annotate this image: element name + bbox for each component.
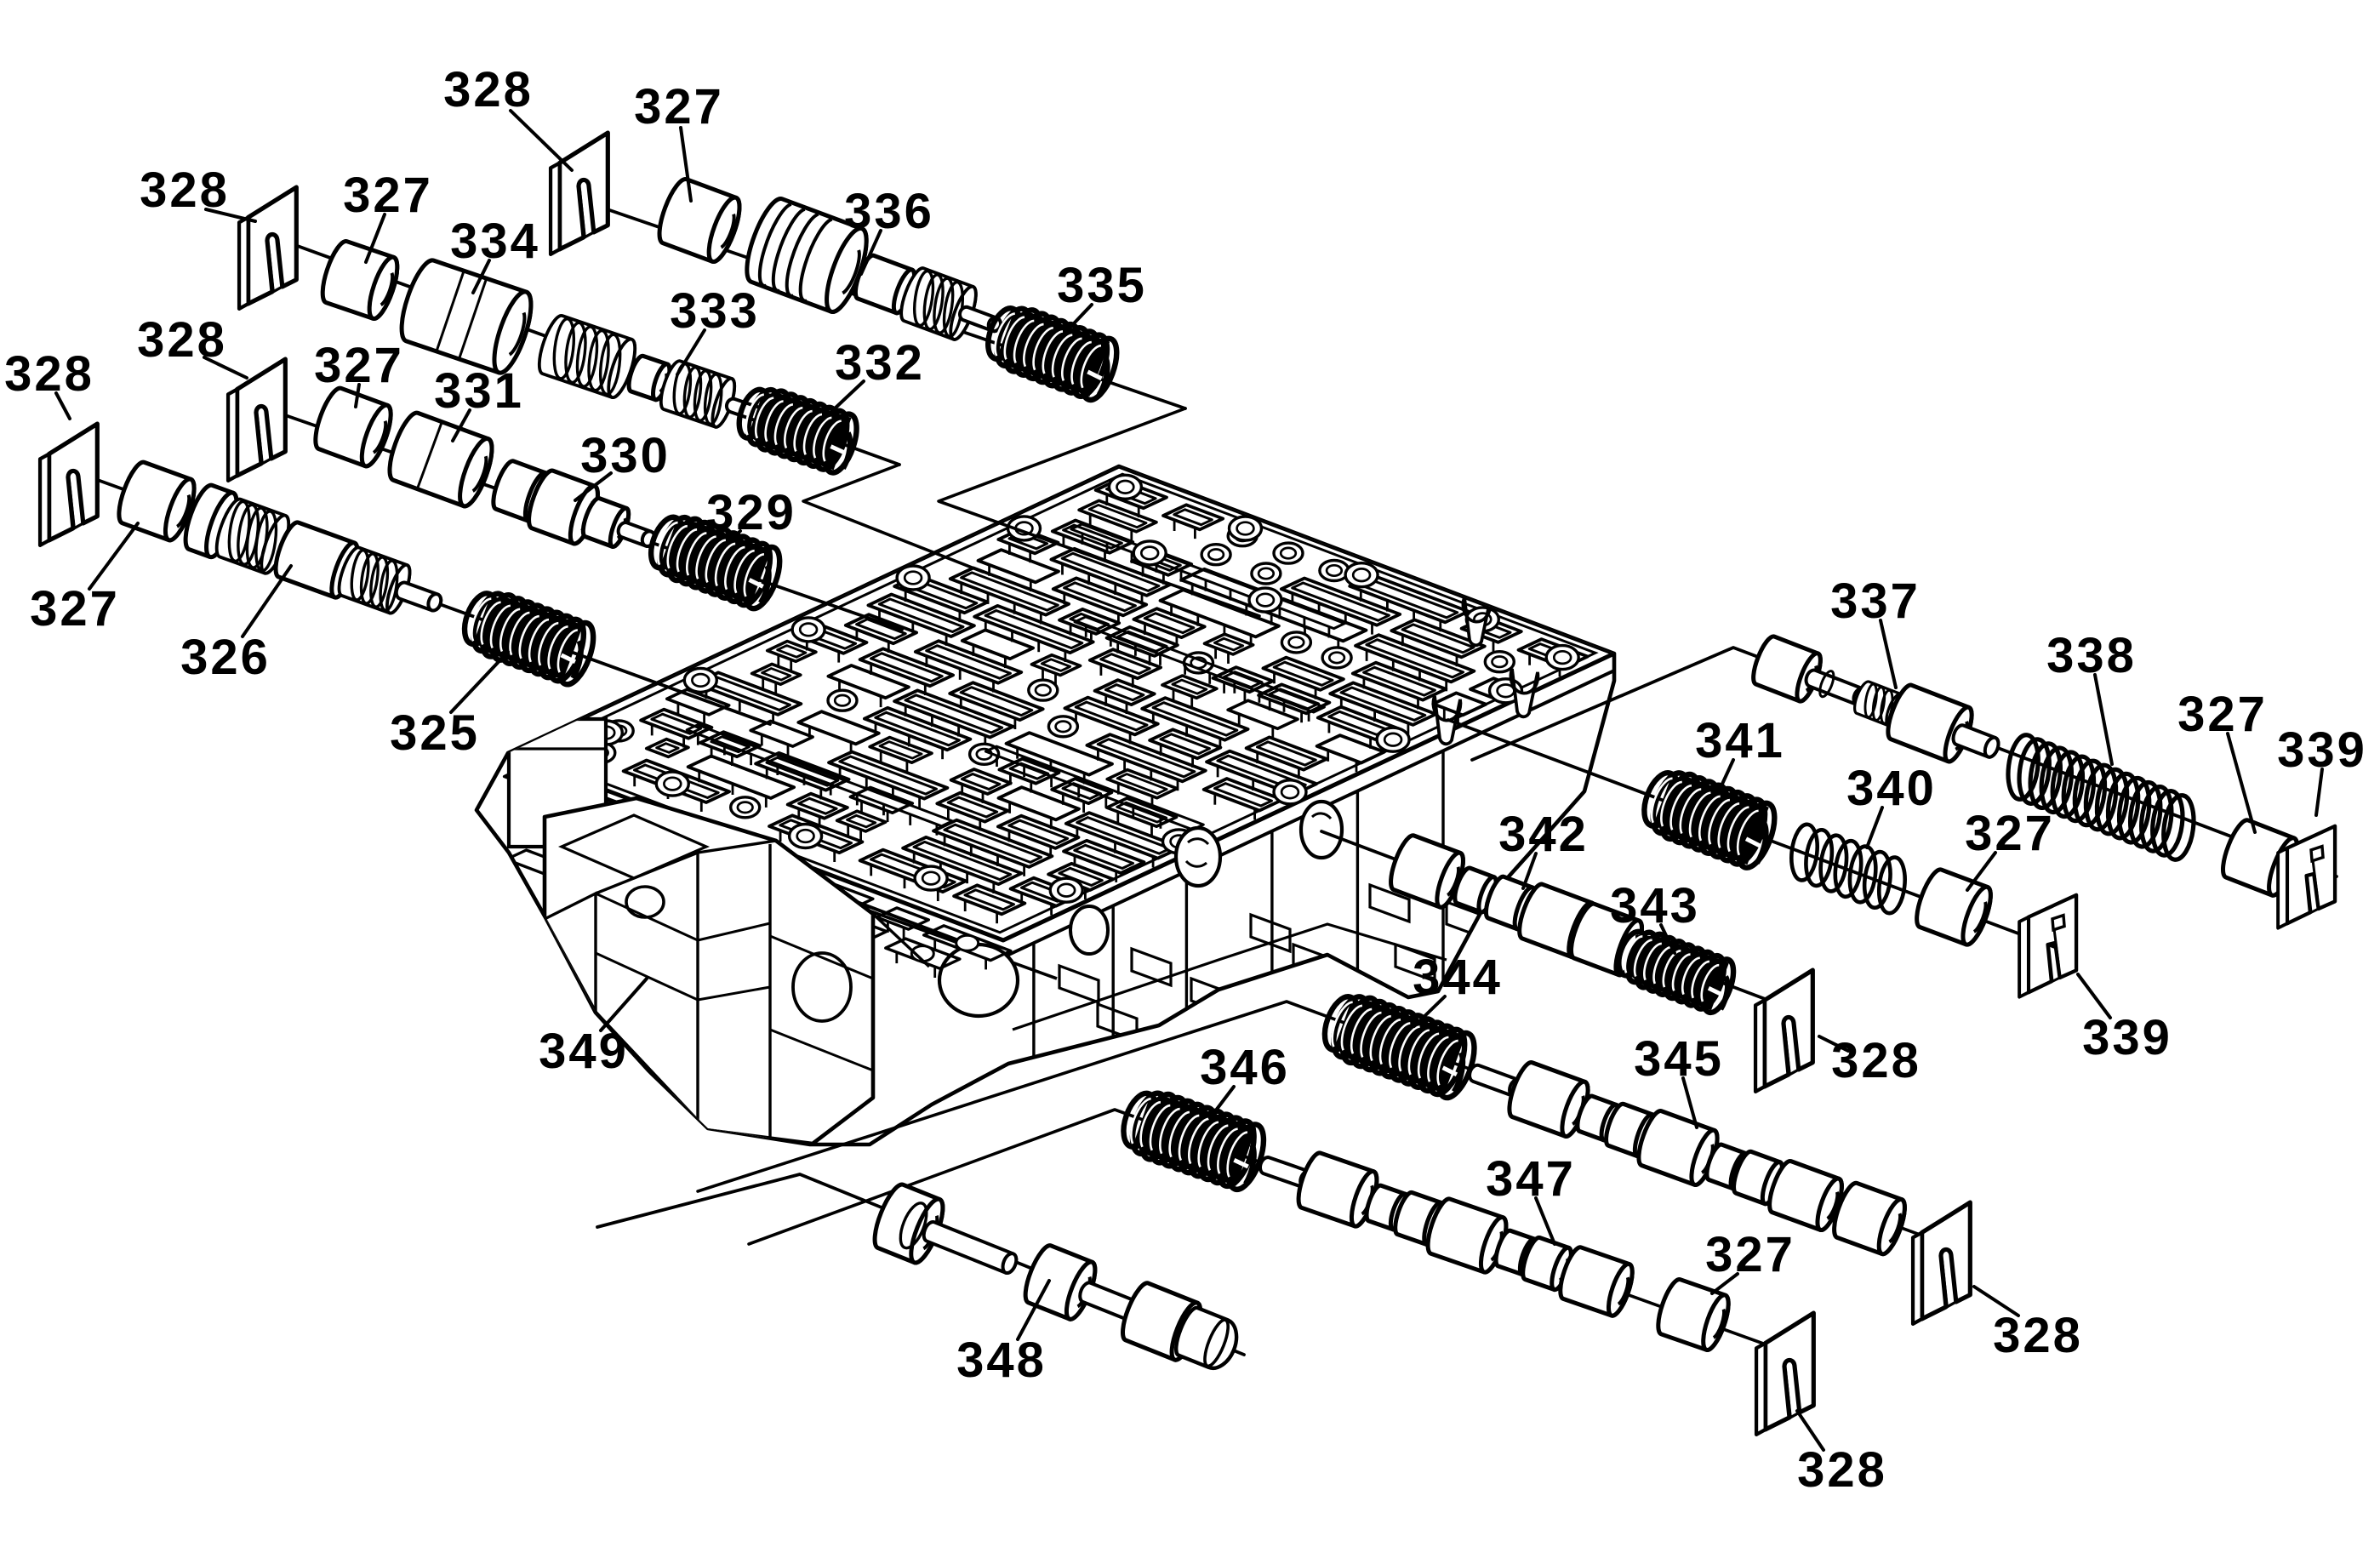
svg-text:335: 335 — [1057, 258, 1147, 313]
svg-text:328: 328 — [443, 62, 534, 117]
svg-text:349: 349 — [539, 1024, 629, 1079]
svg-text:328: 328 — [1831, 1033, 1921, 1088]
svg-text:338: 338 — [2046, 628, 2137, 683]
svg-text:327: 327 — [2177, 687, 2268, 742]
svg-text:348: 348 — [956, 1333, 1047, 1388]
svg-text:344: 344 — [1413, 950, 1503, 1005]
svg-text:331: 331 — [434, 363, 524, 419]
svg-text:333: 333 — [670, 283, 760, 339]
svg-text:347: 347 — [1486, 1151, 1576, 1207]
svg-text:337: 337 — [1830, 574, 1921, 629]
svg-text:332: 332 — [835, 335, 925, 391]
svg-text:325: 325 — [390, 705, 480, 761]
svg-text:327: 327 — [30, 581, 120, 636]
svg-text:345: 345 — [1634, 1031, 1724, 1087]
svg-text:340: 340 — [1846, 761, 1937, 816]
svg-text:328: 328 — [137, 312, 227, 368]
svg-text:339: 339 — [2082, 1010, 2172, 1065]
svg-text:339: 339 — [2277, 722, 2367, 778]
svg-text:342: 342 — [1498, 807, 1589, 862]
svg-text:346: 346 — [1200, 1040, 1290, 1095]
svg-text:336: 336 — [844, 184, 934, 239]
svg-text:327: 327 — [1965, 806, 2055, 861]
svg-text:327: 327 — [634, 79, 724, 134]
svg-text:343: 343 — [1610, 878, 1700, 933]
svg-text:328: 328 — [1993, 1308, 2083, 1363]
svg-text:327: 327 — [314, 338, 404, 393]
svg-text:326: 326 — [180, 630, 271, 685]
svg-text:341: 341 — [1695, 713, 1785, 768]
svg-text:328: 328 — [140, 163, 230, 218]
svg-text:327: 327 — [343, 168, 433, 223]
svg-text:328: 328 — [4, 346, 94, 402]
svg-text:334: 334 — [450, 214, 540, 269]
svg-text:329: 329 — [706, 485, 796, 540]
svg-text:327: 327 — [1705, 1227, 1795, 1282]
svg-text:330: 330 — [580, 428, 671, 483]
svg-text:328: 328 — [1797, 1442, 1887, 1498]
